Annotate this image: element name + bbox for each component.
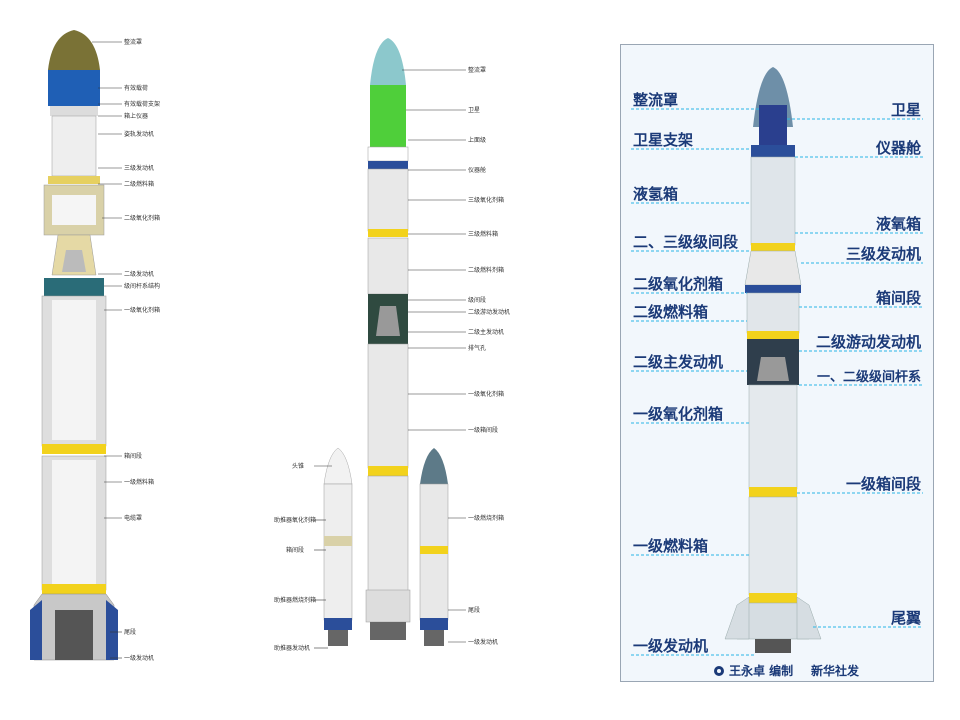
right-label-left-10: 一级发动机 — [633, 637, 708, 655]
left-booster-nose — [323, 447, 353, 485]
middle-label-12: 一级氧化剂箱 — [468, 390, 504, 398]
left-rocket-panel: 整流罩 有效载荷 有效载荷支架 箱上仪器 姿轨发动机 三级发动机 二级燃料箱 二… — [0, 0, 210, 720]
right-label-left-7: 二级主发动机 — [633, 353, 723, 371]
middle-label-7: 二级燃料剂箱 — [468, 266, 504, 274]
right-instrument-cabin — [751, 145, 795, 157]
left-interstage — [44, 278, 104, 296]
middle-label-3: 上面级 — [468, 136, 486, 144]
right-label-right-2: 仪器舱 — [875, 139, 922, 157]
left-booster — [323, 483, 353, 621]
left-label-16: 一级发动机 — [124, 654, 154, 662]
left-label-13: 一级燃料箱 — [124, 478, 154, 486]
left-label-5: 姿轨发动机 — [124, 130, 154, 138]
left-label-9: 二级发动机 — [124, 270, 154, 278]
middle-label-9: 二级游动发动机 — [468, 308, 510, 316]
middle-booster-label-4: 助推器燃烧剂箱 — [274, 596, 316, 604]
middle-label-1: 整流罩 — [468, 66, 486, 74]
middle-booster-label-3: 箱间段 — [286, 546, 304, 554]
left-label-11: 一级氧化剂箱 — [124, 306, 160, 314]
credit-author: 王永卓 编制 — [729, 663, 793, 678]
right-label-right-4: 三级发动机 — [846, 245, 921, 263]
left-label-14: 电缆罩 — [124, 514, 142, 522]
right-satellite — [759, 105, 787, 145]
right-label-right-6: 二级游动发动机 — [816, 333, 921, 351]
left-label-10: 级间杆系结构 — [124, 282, 160, 290]
right-label-left-2: 卫星支架 — [633, 131, 693, 149]
right-tail-fin-left — [724, 596, 750, 640]
right-rocket-panel: 整流罩 卫星支架 液氢箱 二、三级级间段 二级氧化剂箱 二级燃料箱 二级主发动机… — [620, 44, 934, 682]
middle-label-16: 一级发动机 — [468, 638, 498, 646]
middle-satellite — [370, 85, 406, 147]
middle-label-2: 卫星 — [468, 107, 480, 114]
credit-agency: 新华社发 — [811, 663, 860, 678]
left-label-8: 二级氧化剂箱 — [124, 214, 160, 222]
middle-label-13: 一级箱间段 — [468, 426, 498, 434]
right-label-right-3: 液氧箱 — [876, 215, 921, 233]
middle-label-8: 级间段 — [468, 296, 486, 304]
left-label-4: 箱上仪器 — [124, 112, 148, 120]
right-booster-nose — [420, 448, 448, 484]
left-label-12: 箱间段 — [124, 452, 142, 460]
right-label-right-9: 尾翼 — [891, 609, 921, 627]
middle-label-6: 三级燃料箱 — [468, 230, 498, 238]
right-label-right-7: 一、二级级间杆系 — [817, 369, 921, 385]
right-rocket-diagram: 整流罩 卫星支架 液氢箱 二、三级级间段 二级氧化剂箱 二级燃料箱 二级主发动机… — [631, 67, 923, 678]
middle-label-11: 排气孔 — [468, 344, 486, 352]
middle-rocket-diagram: 整流罩 卫星 上面级 仪器舱 三级氧化剂箱 三级燃料箱 二级燃料剂箱 级间段 二… — [274, 38, 510, 652]
middle-label-5: 三级氧化剂箱 — [468, 196, 504, 204]
right-label-left-1: 整流罩 — [633, 91, 678, 109]
right-label-left-6: 二级燃料箱 — [633, 303, 708, 321]
middle-third-oxidizer-tank — [367, 168, 409, 232]
left-label-15: 尾段 — [124, 628, 136, 636]
right-label-right-1: 卫星 — [891, 101, 921, 119]
left-label-1: 整流罩 — [124, 38, 142, 46]
left-fairing — [48, 30, 100, 70]
right-label-left-5: 二级氧化剂箱 — [633, 275, 723, 293]
right-label-right-8: 一级箱间段 — [846, 475, 921, 493]
middle-booster-label-2: 助推器氧化剂箱 — [274, 516, 316, 524]
right-first-oxidizer-tank — [748, 384, 798, 490]
middle-label-15: 尾段 — [468, 606, 480, 614]
left-payload — [48, 70, 100, 106]
middle-booster-label-1: 头锥 — [292, 462, 304, 470]
middle-rocket-panel: 整流罩 卫星 上面级 仪器舱 三级氧化剂箱 三级燃料箱 二级燃料剂箱 级间段 二… — [270, 0, 570, 720]
right-hydrogen-tank — [750, 156, 796, 246]
left-rocket-diagram: 整流罩 有效载荷 有效载荷支架 箱上仪器 姿轨发动机 三级发动机 二级燃料箱 二… — [30, 30, 160, 662]
right-first-fuel-tank — [748, 496, 798, 596]
middle-label-14: 一级燃烧剂箱 — [468, 514, 504, 522]
right-tail-fin-right — [796, 596, 822, 640]
middle-first-oxidizer-tank — [367, 343, 409, 469]
right-label-left-4: 二、三级级间段 — [633, 233, 738, 251]
middle-booster-label-5: 助推器发动机 — [274, 644, 310, 652]
middle-label-4: 仪器舱 — [468, 166, 486, 174]
right-label-left-3: 液氢箱 — [633, 185, 678, 203]
right-label-right-5: 箱间段 — [876, 289, 921, 307]
middle-fairing — [370, 38, 406, 85]
middle-first-fuel-tank — [367, 475, 409, 593]
left-label-6: 三级发动机 — [124, 164, 154, 172]
middle-label-10: 二级主发动机 — [468, 328, 504, 336]
right-label-left-8: 一级氧化剂箱 — [633, 405, 723, 423]
right-label-left-9: 一级燃料箱 — [633, 537, 708, 555]
left-label-3: 有效载荷支架 — [124, 100, 160, 108]
left-label-7: 二级燃料箱 — [124, 180, 154, 188]
left-label-2: 有效载荷 — [124, 84, 148, 92]
